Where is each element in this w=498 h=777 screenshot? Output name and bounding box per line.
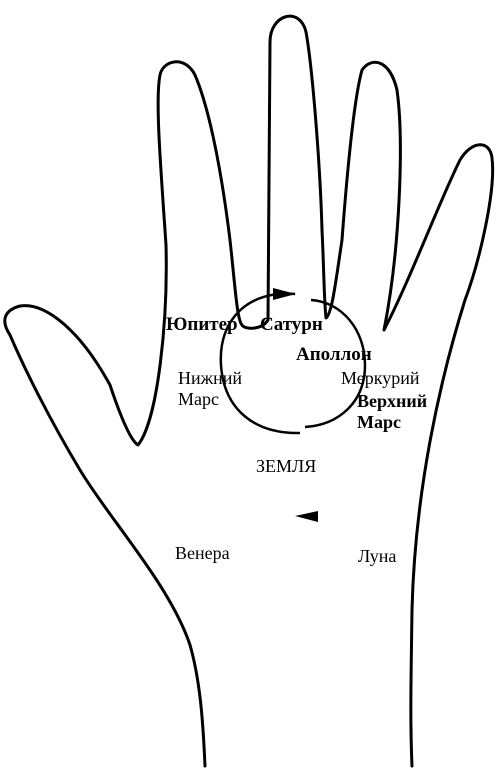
earth-cycle-bottom-arrow bbox=[295, 511, 318, 522]
label-lower-mars-line1: Нижний bbox=[178, 368, 242, 388]
label-lower-mars-line2: Марс bbox=[178, 389, 219, 409]
label-venus: Венера bbox=[175, 543, 230, 563]
label-jupiter: Юпитер bbox=[166, 314, 238, 335]
label-moon: Луна bbox=[358, 546, 396, 566]
label-upper-mars-line2: Марс bbox=[357, 412, 401, 432]
label-mercury: Меркурий bbox=[341, 368, 420, 388]
label-upper-mars-line1: Верхний bbox=[357, 391, 427, 411]
label-saturn: Сатурн bbox=[260, 314, 323, 335]
label-earth: ЗЕМЛЯ bbox=[256, 456, 316, 476]
earth-cycle-top-arrow bbox=[273, 288, 296, 300]
label-apollo: Аполлон bbox=[296, 344, 372, 365]
